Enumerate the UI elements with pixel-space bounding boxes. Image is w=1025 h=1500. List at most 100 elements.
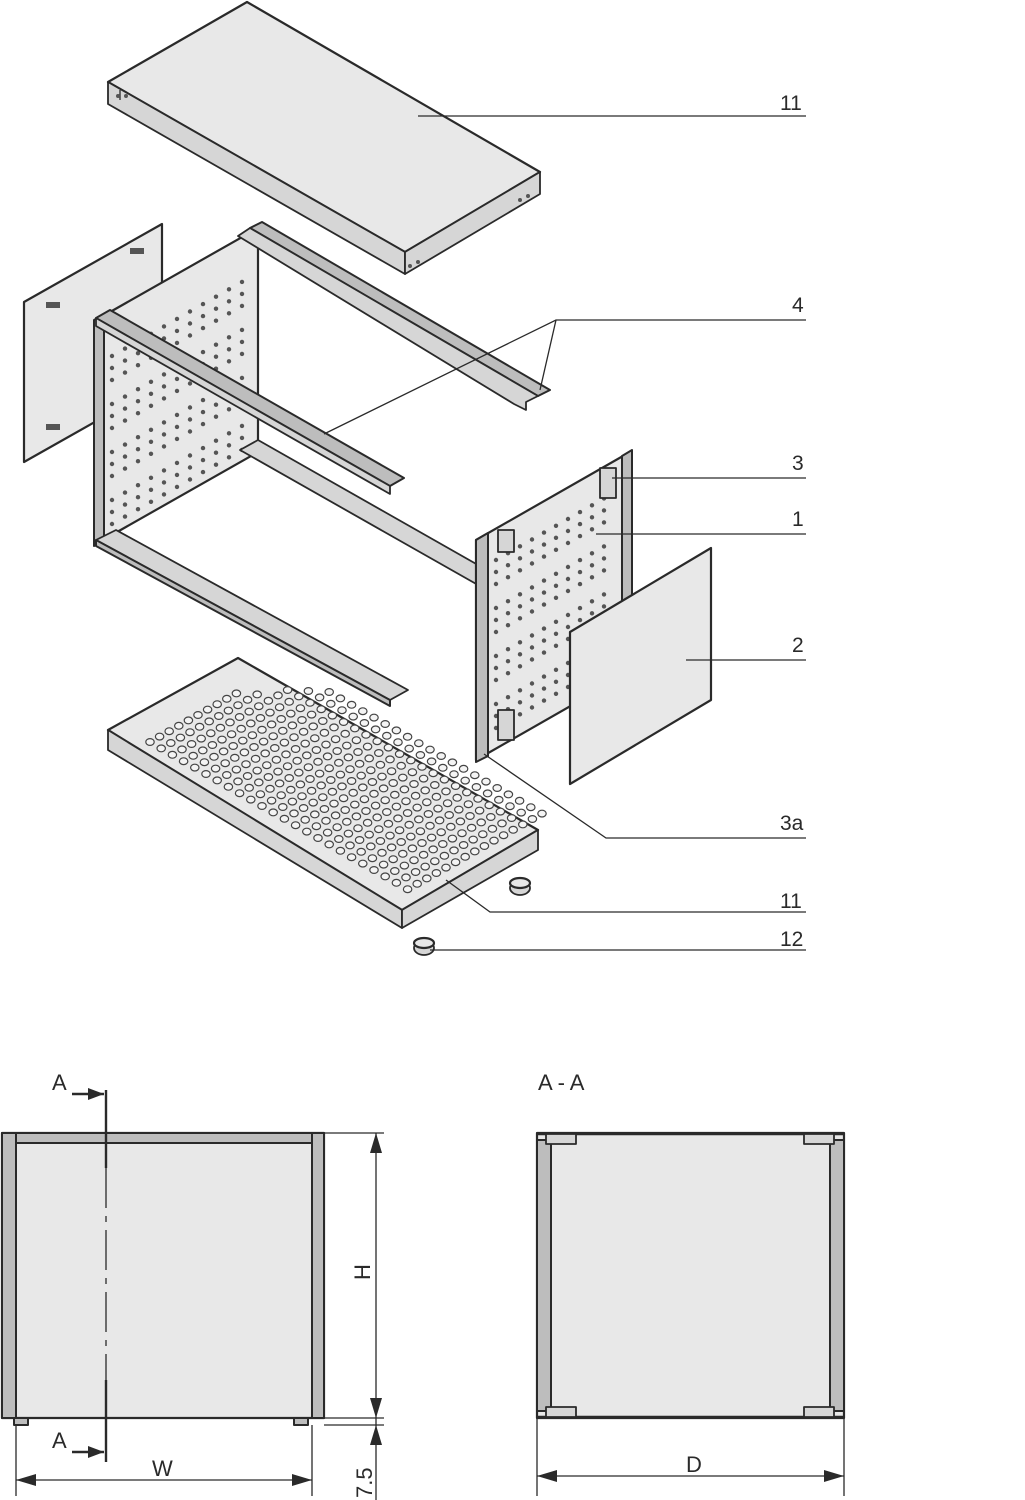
vent-hole xyxy=(525,803,536,812)
perforation-hole xyxy=(505,623,511,628)
vent-hole xyxy=(354,759,365,768)
perforation-hole xyxy=(517,592,523,597)
vent-hole xyxy=(279,814,290,823)
vent-hole xyxy=(226,730,237,739)
vent-hole xyxy=(285,709,296,718)
perforation-hole xyxy=(135,387,141,392)
vent-hole xyxy=(217,735,227,744)
vent-hole xyxy=(289,809,299,818)
vent-hole xyxy=(452,793,462,802)
perforation-hole xyxy=(517,664,523,669)
vent-hole xyxy=(442,799,453,808)
vent-hole xyxy=(439,851,450,860)
vent-hole xyxy=(460,852,470,861)
perforation-hole xyxy=(493,713,499,719)
perforation-hole xyxy=(577,521,583,527)
offset-label: 7.5 xyxy=(352,1467,377,1498)
perforation-hole xyxy=(493,701,499,707)
perforation-hole xyxy=(529,681,535,686)
vent-hole xyxy=(311,822,322,831)
vent-hole xyxy=(257,801,267,810)
vent-hole xyxy=(477,830,488,839)
vent-hole xyxy=(265,708,275,717)
vent-hole xyxy=(321,740,331,749)
perforation-hole xyxy=(601,592,607,597)
vent-hole xyxy=(194,722,205,731)
vent-hole xyxy=(303,686,314,695)
perforation-hole xyxy=(529,645,535,650)
perforation-hole xyxy=(517,700,523,705)
perforation-hole xyxy=(541,686,547,691)
vent-hole xyxy=(246,795,256,804)
vent-hole xyxy=(426,833,437,842)
perforation-hole xyxy=(122,514,128,519)
vent-hole xyxy=(385,755,395,764)
perforation-hole xyxy=(226,443,232,448)
perforation-hole xyxy=(109,449,115,455)
perforation-hole xyxy=(148,487,154,492)
vent-hole xyxy=(399,785,410,794)
vent-hole xyxy=(381,731,392,740)
callout-4: 4 xyxy=(792,294,804,317)
vent-hole xyxy=(372,813,382,822)
vent-hole xyxy=(364,754,374,763)
vent-hole xyxy=(450,781,461,790)
vent-hole xyxy=(330,735,341,744)
vent-hole xyxy=(394,749,405,758)
vent-hole xyxy=(445,822,456,831)
vent-hole xyxy=(289,733,299,742)
vent-hole xyxy=(284,773,294,782)
perforation-hole xyxy=(601,556,607,561)
vent-hole xyxy=(257,725,267,734)
vent-hole xyxy=(405,832,416,841)
bottom-cover xyxy=(106,656,547,929)
perforation-hole xyxy=(200,421,206,427)
vent-hole xyxy=(380,872,390,881)
vent-hole xyxy=(309,734,320,743)
vent-hole xyxy=(332,746,342,755)
vent-hole xyxy=(391,726,402,735)
vent-hole xyxy=(505,802,515,811)
perforation-hole xyxy=(493,605,499,611)
section-view: A - A D xyxy=(535,1070,846,1496)
vent-hole xyxy=(353,747,363,756)
vent-hole xyxy=(447,758,458,767)
perforation-hole xyxy=(541,674,547,679)
vent-hole xyxy=(209,752,219,761)
perforation-hole xyxy=(161,384,167,389)
vent-hole xyxy=(313,757,323,766)
vent-hole xyxy=(425,745,435,754)
vent-hole xyxy=(285,785,296,794)
perforation-hole xyxy=(529,561,535,566)
vent-hole xyxy=(370,801,381,810)
callout-2: 2 xyxy=(792,634,804,657)
vent-hole xyxy=(298,727,309,736)
vent-hole xyxy=(409,779,419,788)
vent-hole xyxy=(282,685,293,694)
perforation-hole xyxy=(122,454,128,459)
perforation-hole xyxy=(541,626,547,631)
perforation-hole xyxy=(109,353,115,359)
vent-hole xyxy=(337,706,347,715)
vent-hole xyxy=(303,763,314,772)
vent-hole xyxy=(204,717,214,726)
vent-hole xyxy=(436,828,446,837)
perforation-hole xyxy=(226,299,232,304)
perforation-hole xyxy=(109,521,115,527)
vent-hole xyxy=(497,819,507,828)
perforation-hole xyxy=(239,435,245,441)
perforation-hole xyxy=(517,688,523,693)
vent-hole xyxy=(372,737,382,746)
perforation-hole xyxy=(200,469,206,475)
vent-hole xyxy=(261,761,272,770)
perforation-hole xyxy=(565,588,571,594)
vent-hole xyxy=(333,834,344,843)
vent-hole xyxy=(506,813,517,822)
vent-hole xyxy=(252,766,263,775)
perforation-hole xyxy=(122,466,128,471)
perforation-hole xyxy=(187,321,193,326)
perforation-hole xyxy=(187,405,193,410)
vent-hole xyxy=(418,850,429,859)
vent-hole xyxy=(300,815,310,824)
perforation-hole xyxy=(553,667,559,672)
